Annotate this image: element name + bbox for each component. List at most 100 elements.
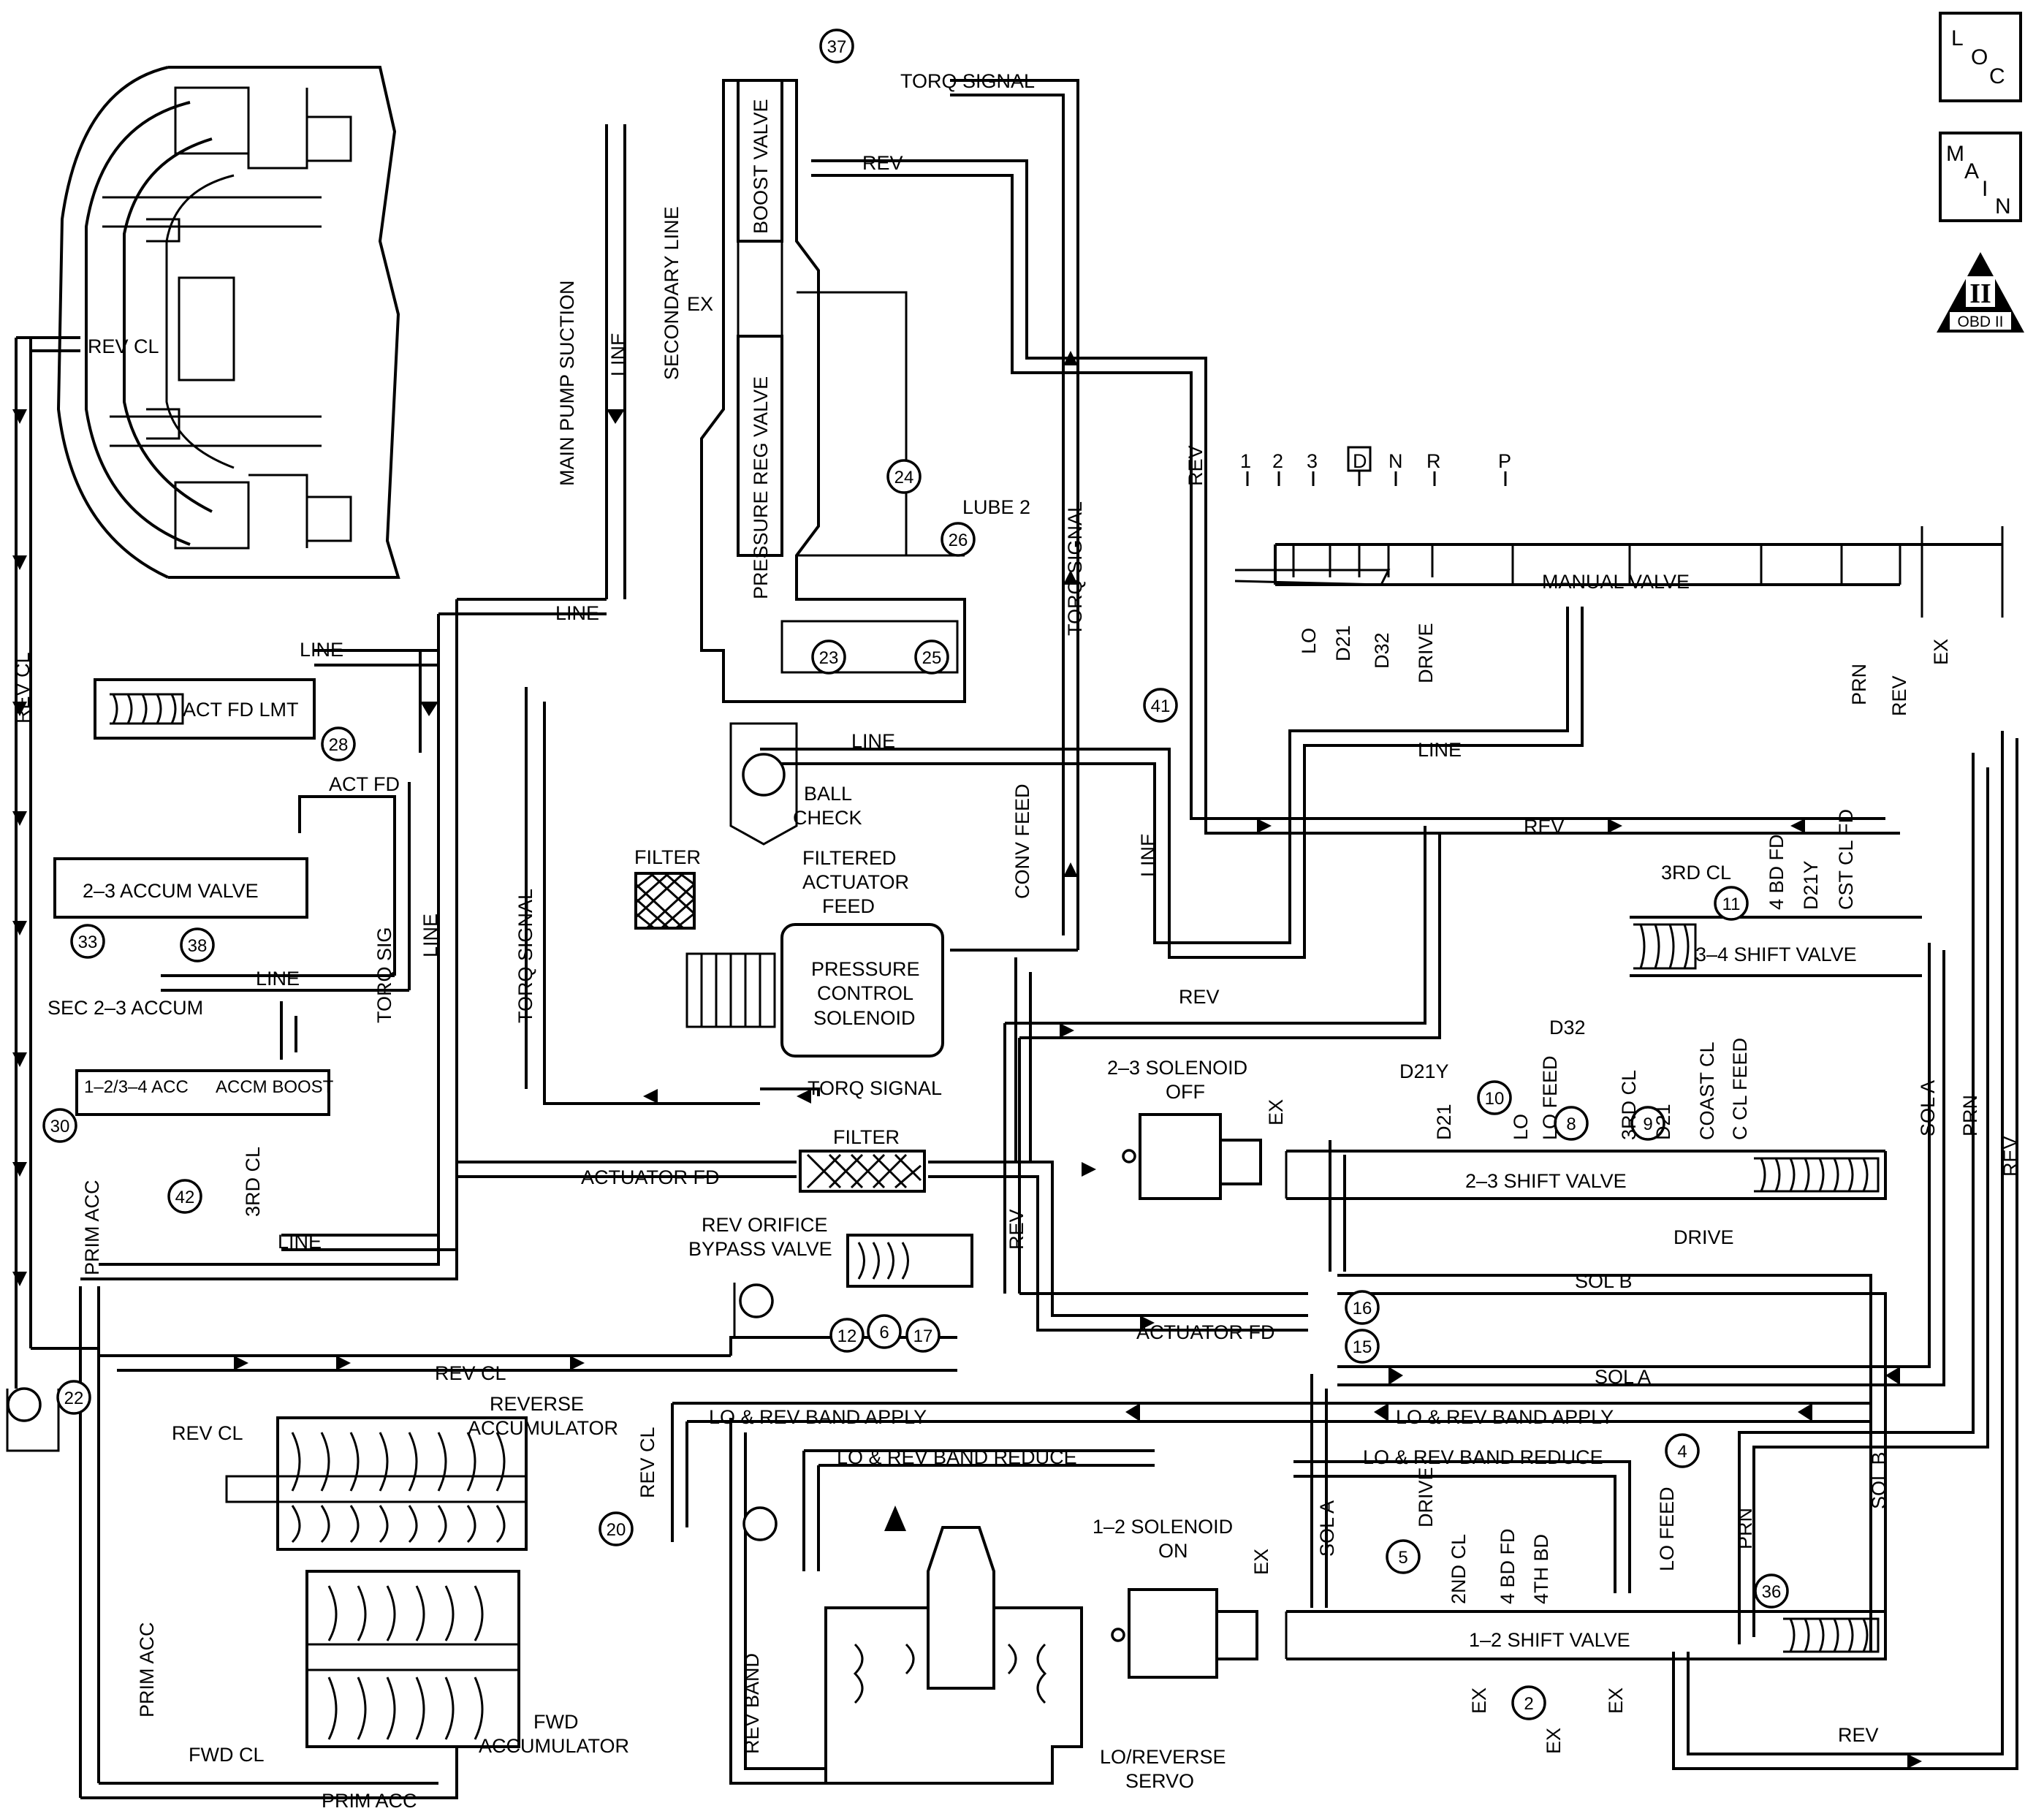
- check-ball-37: 37: [827, 37, 847, 57]
- label-2-3-shift-valve: 2–3 SHIFT VALVE: [1465, 1170, 1627, 1192]
- label-pressure-reg-valve: PRESSURE REG VALVE: [750, 376, 772, 599]
- check-ball-33: 33: [78, 933, 98, 952]
- label-torq-signal-left: TORQ SIGNAL: [514, 889, 536, 1023]
- selector-p: P: [1498, 450, 1511, 472]
- label-cst-cl-fd: CST CL FD: [1835, 809, 1857, 910]
- rev-orifice-bypass-valve: [846, 1234, 973, 1288]
- selector-d: D: [1353, 450, 1367, 472]
- label-prim-acc-left: PRIM ACC: [81, 1180, 103, 1275]
- label-lo-rev-band-reduce-right: LO & REV BAND REDUCE: [1363, 1446, 1603, 1468]
- main-letter-n: N: [1995, 194, 2011, 219]
- check-ball-41: 41: [1151, 696, 1171, 716]
- label-ex-12-bottom-c: EX: [1605, 1687, 1627, 1714]
- label-rev-band: REV BAND: [741, 1653, 763, 1754]
- label-sol-a-vertical-right: SOL A: [1917, 1080, 1939, 1136]
- label-prim-acc-vertical: PRIM ACC: [136, 1622, 158, 1717]
- check-ball-10: 10: [1485, 1089, 1505, 1109]
- label-accumulator-fwd: ACCUMULATOR: [479, 1735, 629, 1757]
- label-rev-top-right: REV: [1888, 675, 1910, 716]
- label-accm-boost: ACCM BOOST: [216, 1077, 334, 1097]
- label-lo-rev-band-apply-left: LO & REV BAND APPLY: [709, 1406, 927, 1428]
- label-d21y-left: D21Y: [1399, 1060, 1449, 1082]
- port-lo: LO: [1298, 628, 1320, 654]
- gear-selector-ticks: [1246, 446, 1507, 486]
- label-2nd-cl: 2ND CL: [1448, 1534, 1470, 1604]
- label-sol-a-vertical: SOL A: [1316, 1500, 1338, 1557]
- check-ball-23: 23: [819, 648, 839, 668]
- selector-r: R: [1426, 450, 1441, 472]
- check-ball-8: 8: [1566, 1115, 1576, 1134]
- label-act-fd-lmt: ACT FD LMT: [183, 699, 299, 721]
- label-lo-feed-12: LO FEED: [1656, 1487, 1678, 1571]
- check-ball-rev-orifice: [733, 1283, 782, 1339]
- pressure-control-solenoid: [685, 923, 944, 1058]
- label-torq-signal-top: TORQ SIGNAL: [900, 70, 1035, 92]
- label-3rd-cl-23: 3RD CL: [1618, 1070, 1640, 1140]
- label-prn-top: PRN: [1848, 664, 1870, 705]
- check-ball-15: 15: [1353, 1337, 1372, 1357]
- label-line-mid: LINE: [851, 730, 895, 752]
- check-ball-5: 5: [1398, 1548, 1407, 1568]
- label-secondary-line: SECONDARY LINE: [661, 206, 683, 380]
- label-ball: BALL: [804, 783, 852, 805]
- label-sec-2-3-accum: SEC 2–3 ACCUM: [48, 997, 203, 1019]
- check-ball-26: 26: [949, 531, 968, 550]
- label-rev-mid: REV: [1179, 986, 1220, 1008]
- check-ball-42: 42: [175, 1188, 195, 1207]
- label-3rd-cl-left: 3RD CL: [242, 1147, 264, 1217]
- act-fd-limit-valve: [94, 678, 316, 740]
- selector-n: N: [1388, 450, 1403, 472]
- reverse-clutch-drum: [56, 66, 400, 579]
- label-rev-right: REV: [1524, 816, 1565, 838]
- reverse-accumulator: [225, 1416, 528, 1551]
- check-ball-17: 17: [913, 1326, 933, 1346]
- main-badge: M A I N: [1939, 132, 2022, 222]
- fwd-accumulator: [305, 1570, 520, 1748]
- shift-valve-3-4: [1630, 916, 1922, 977]
- label-1-2-solenoid: 1–2 SOLENOID: [1093, 1516, 1233, 1538]
- label-lo-rev-band-apply-right: LO & REV BAND APPLY: [1396, 1406, 1614, 1428]
- check-ball-11: 11: [1722, 895, 1741, 914]
- pressure-regulator-assembly: [700, 79, 966, 846]
- label-reverse: REVERSE: [490, 1393, 584, 1415]
- label-bypass-valve: BYPASS VALVE: [688, 1238, 832, 1260]
- label-rev-cl-top: REV CL: [88, 335, 159, 357]
- label-coast-cl: COAST CL: [1696, 1041, 1718, 1140]
- port-drive: DRIVE: [1415, 623, 1437, 683]
- check-ball-6: 6: [879, 1323, 889, 1343]
- label-sol-a-horizontal: SOL A: [1595, 1366, 1651, 1388]
- label-line-top: LINE: [555, 602, 599, 624]
- label-lo-23: LO: [1510, 1114, 1532, 1140]
- label-line-left-vertical: LINE: [419, 914, 441, 957]
- check-ball-4: 4: [1677, 1442, 1687, 1462]
- main-letter-i: I: [1982, 177, 1988, 201]
- check-ball-36: 36: [1762, 1582, 1782, 1602]
- label-rev-vertical: REV: [1185, 445, 1207, 486]
- label-rev-orifice: REV ORIFICE: [702, 1214, 828, 1236]
- selector-2: 2: [1272, 450, 1283, 472]
- label-boost-valve: BOOST VALVE: [750, 99, 772, 234]
- main-letter-a: A: [1964, 159, 1979, 183]
- label-ex-pump: EX: [687, 293, 713, 315]
- label-prn-right: PRN: [1959, 1095, 1981, 1136]
- main-letter-m: M: [1946, 142, 1964, 166]
- label-ex-manual: EX: [1930, 639, 1952, 665]
- acc-1-234-valve: [75, 1069, 330, 1116]
- solenoid-2-3: [1122, 1113, 1262, 1200]
- label-conv-feed: CONV FEED: [1011, 783, 1033, 899]
- label-filter-mid: FILTER: [833, 1126, 900, 1148]
- label-line-accum: LINE: [256, 968, 300, 990]
- label-lo-reverse: LO/REVERSE: [1100, 1746, 1226, 1768]
- label-1-234-acc: 1–2/3–4 ACC: [84, 1077, 189, 1097]
- label-c-cl-feed: C CL FEED: [1729, 1038, 1751, 1140]
- label-1-2-solenoid-on: ON: [1158, 1540, 1188, 1562]
- check-ball-25: 25: [922, 648, 942, 668]
- label-rev-far-right: REV: [1999, 1136, 2021, 1177]
- accum-valve-2-3: [53, 857, 308, 919]
- label-4th-bd: 4TH BD: [1530, 1534, 1552, 1604]
- label-feed: FEED: [822, 895, 875, 917]
- label-lo-feed-23: LO FEED: [1539, 1055, 1561, 1140]
- label-prim-acc-bottom: PRIM ACC: [322, 1790, 417, 1811]
- label-sol-b-horizontal: SOL B: [1575, 1270, 1633, 1292]
